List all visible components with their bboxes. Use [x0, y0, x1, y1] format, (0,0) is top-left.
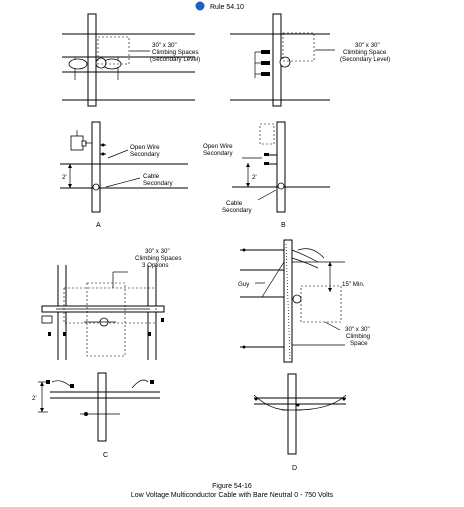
pole-a-upper: [87, 13, 97, 107]
space-label-a: 30" x 30" Climbing Spaces (Secondary Lev…: [150, 42, 200, 63]
space-label-c: 30" x 30" Climbing Spaces 3 Options: [135, 248, 183, 269]
panel-a-upper: 30" x 30" Climbing Spaces (Secondary Lev…: [62, 13, 200, 107]
open-wire-label-b: Open Wire Secondary: [203, 143, 234, 157]
rule-bullet-icon: [195, 1, 205, 11]
figure-number: Figure 54-16: [212, 483, 252, 490]
panel-letter-a: A: [96, 222, 101, 229]
rule-label: Rule 54.10: [210, 4, 244, 11]
panel-d-upper: Guy 15" Min. 30" x 30" Climbing Space: [238, 239, 372, 363]
pole-b-upper: [272, 13, 282, 107]
climbing-space-d: [300, 285, 342, 323]
pole-b-lower: [276, 121, 286, 213]
pole-a-lower: [91, 121, 101, 213]
space-label-d: 30" x 30" Climbing Space: [345, 326, 372, 347]
panel-b-upper: 30" x 30" Climbing Space (Secondary Leve…: [230, 13, 390, 107]
panel-letter-b: B: [281, 222, 286, 229]
panel-b-lower: 2' Open Wire Secondary Cable Secondary B: [203, 121, 330, 229]
climbing-space-b: [282, 32, 315, 62]
figure-caption: Low Voltage Multiconductor Cable with Ba…: [131, 492, 334, 499]
cable-label-a: Cable Secondary: [143, 173, 173, 187]
climbing-space-c-horizontal: [63, 287, 157, 324]
pole-c-lower: [97, 372, 107, 442]
guy-label: Guy: [238, 281, 250, 288]
panel-c-lower: 2' C: [32, 372, 160, 459]
panel-c-upper: 30" x 30" Climbing Spaces 3 Options: [41, 248, 183, 360]
climbing-space-a: [97, 36, 130, 65]
panel-a-lower: 2' Open Wire Secondary Cable Secondary A: [60, 121, 188, 229]
open-wire-label-a: Open Wire Secondary: [130, 144, 161, 158]
climbing-space-c-vertical: [86, 282, 126, 357]
dimension-a: 2': [62, 174, 67, 181]
dimension-b: 2': [252, 174, 257, 181]
panel-letter-d: D: [292, 465, 297, 472]
min-clearance-label: 15" Min.: [342, 281, 365, 288]
pole-d-lower: [287, 373, 297, 455]
panel-letter-c: C: [103, 452, 108, 459]
cable-label-b: Cable Secondary: [222, 200, 252, 214]
dimension-c: 2': [32, 395, 37, 402]
space-label-b: 30" x 30" Climbing Space (Secondary Leve…: [340, 42, 390, 63]
panel-d-lower: D: [253, 373, 347, 472]
